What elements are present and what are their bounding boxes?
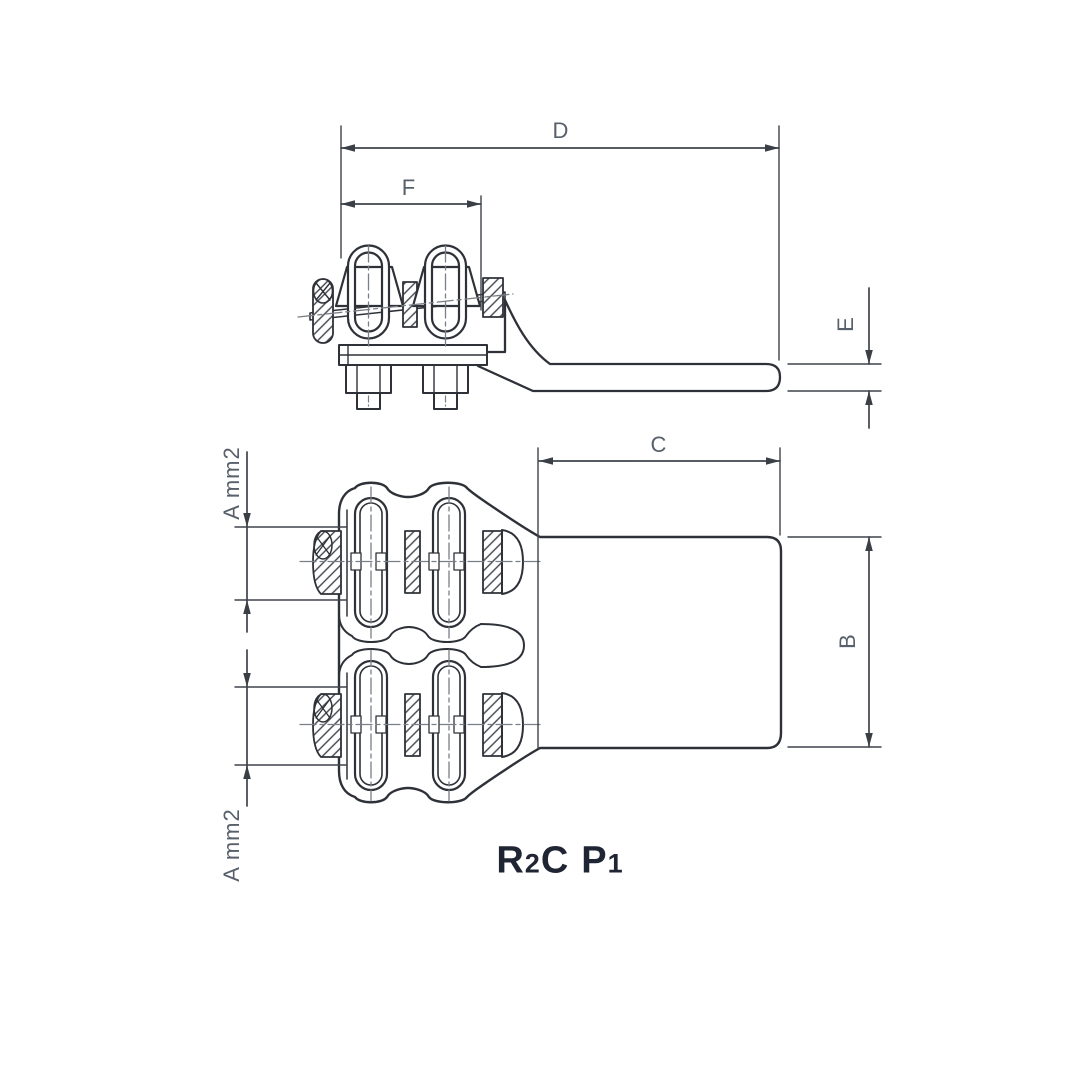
bolt-face-cross (315, 535, 331, 556)
dimension-e (787, 287, 882, 429)
conductor-end-cap (501, 692, 524, 758)
dim-label-c: C (650, 432, 668, 457)
dim-label-b: B (835, 633, 860, 649)
dimension-c (537, 447, 781, 749)
bolt-head-hatched (312, 693, 342, 758)
palm-bar-side (476, 298, 782, 393)
conductor-section-right (482, 277, 504, 318)
side-view (297, 125, 882, 429)
unit-gap-slit (338, 613, 525, 678)
product-code-segment: R (496, 839, 525, 882)
saddle-right (411, 265, 482, 308)
dimension-a-bottom (234, 649, 348, 807)
product-code-segment: 1 (607, 848, 624, 879)
bolt-head-hatched (312, 530, 342, 595)
dim-label-e: E (833, 316, 858, 332)
dimension-b (787, 536, 882, 748)
conductor-centerline (297, 293, 514, 318)
dim-label-a-top: A mm2 (219, 446, 244, 520)
product-code-segment: 2 (524, 848, 541, 879)
dimension-a-top (234, 451, 348, 633)
conductor-end-cap (501, 529, 524, 595)
nut-right (422, 364, 469, 394)
bolt-end-face (312, 278, 334, 304)
dimension-d (340, 125, 780, 361)
product-code-segment: C (540, 839, 570, 882)
dim-label-a-bottom: A mm2 (219, 808, 244, 882)
plan-view (234, 447, 882, 807)
dimension-f (340, 195, 482, 311)
clamp-unit-top (299, 486, 544, 639)
conductor-section-left (312, 278, 334, 344)
bolt-head-face (313, 693, 333, 723)
product-code-segment: P (581, 839, 608, 882)
dim-label-d: D (552, 118, 570, 143)
saddle-left (334, 265, 405, 308)
clamp-unit-bottom (299, 649, 544, 802)
u-bolt-left (346, 244, 391, 340)
dim-label-f: F (401, 175, 417, 200)
u-bolt-right (423, 244, 468, 340)
nut-left (345, 364, 392, 394)
bolt-face-cross (315, 698, 331, 719)
bolt-face-cross (315, 282, 331, 301)
bolt-head-face (313, 530, 333, 560)
